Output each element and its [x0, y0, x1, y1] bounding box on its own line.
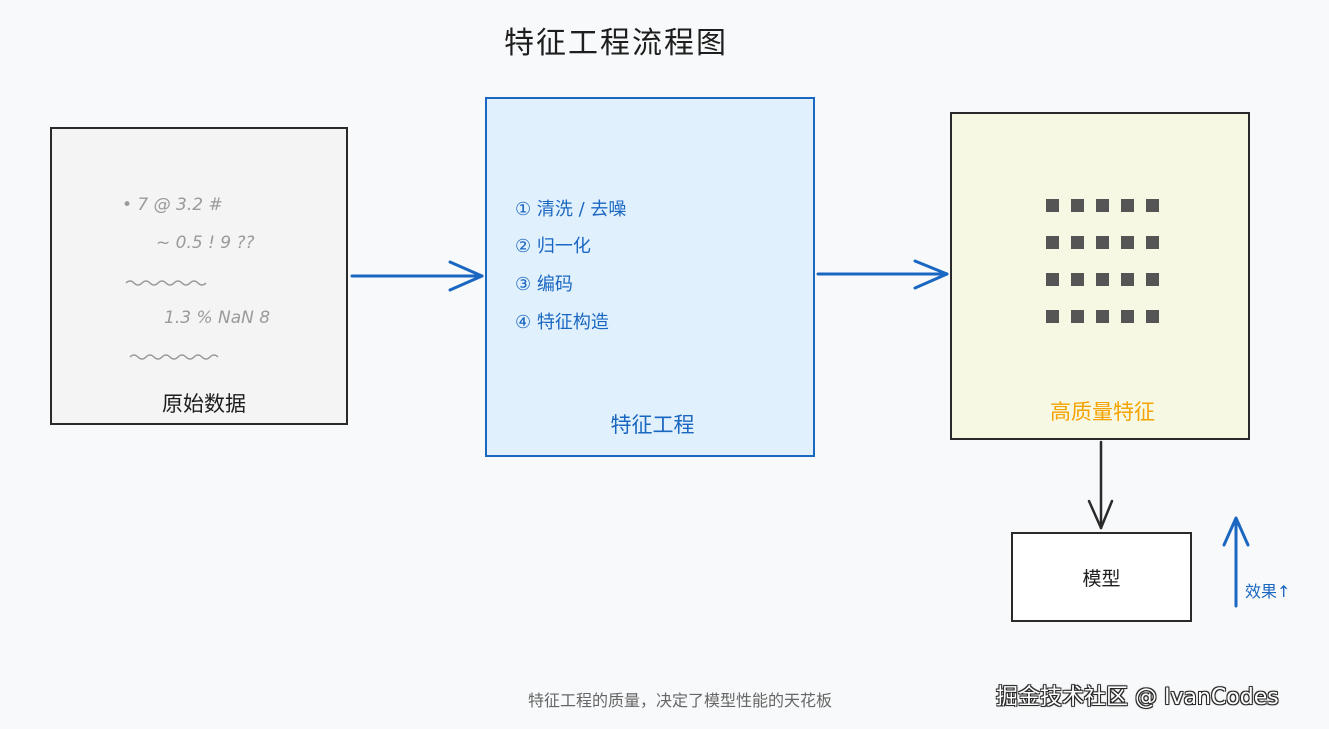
diagram-title: 特征工程流程图: [504, 26, 728, 61]
effect-up-label: 效果↑: [1245, 582, 1291, 601]
feature-cell: [1146, 199, 1159, 212]
watermark: 掘金技术社区 @ IvanCodes: [996, 685, 1279, 710]
feature-grid: [1046, 199, 1159, 323]
arrow-fe-to-output: [816, 259, 949, 290]
raw-data-line-2: ~ 0.5 ! 9 ??: [156, 233, 255, 253]
feature-cell: [1046, 236, 1059, 249]
feature-engineering-label: 特征工程: [610, 413, 695, 437]
quality-features-label: 高质量特征: [1050, 400, 1155, 424]
model-label: 模型: [1082, 568, 1121, 590]
feature-cell: [1121, 273, 1134, 286]
feature-cell: [1096, 199, 1109, 212]
model-box: [1011, 532, 1192, 622]
feature-cell: [1046, 310, 1059, 323]
raw-data-box: [50, 127, 348, 425]
raw-data-line-3: 1.3 % NaN 8: [164, 308, 271, 328]
raw-data-line-1: • 7 @ 3.2 #: [122, 195, 223, 215]
step-encode: ③ 编码: [515, 274, 573, 295]
step-construct: ④ 特征构造: [515, 312, 609, 333]
feature-cell: [1071, 236, 1084, 249]
feature-cell: [1121, 236, 1134, 249]
arrow-output-to-model: [1087, 440, 1114, 530]
caption: 特征工程的质量，决定了模型性能的天花板: [527, 691, 832, 710]
feature-cell: [1071, 273, 1084, 286]
feature-cell: [1146, 310, 1159, 323]
step-clean: ① 清洗 / 去噪: [515, 199, 627, 220]
step-normalize: ② 归一化: [515, 236, 591, 257]
feature-cell: [1096, 236, 1109, 249]
feature-cell: [1096, 273, 1109, 286]
feature-cell: [1121, 310, 1134, 323]
feature-engineering-box: [485, 97, 815, 457]
feature-cell: [1146, 236, 1159, 249]
arrow-raw-to-fe: [350, 260, 484, 292]
feature-cell: [1121, 199, 1134, 212]
feature-cell: [1071, 199, 1084, 212]
feature-cell: [1046, 273, 1059, 286]
feature-cell: [1146, 273, 1159, 286]
feature-cell: [1096, 310, 1109, 323]
feature-cell: [1071, 310, 1084, 323]
feature-cell: [1046, 199, 1059, 212]
raw-data-label: 原始数据: [162, 392, 246, 416]
